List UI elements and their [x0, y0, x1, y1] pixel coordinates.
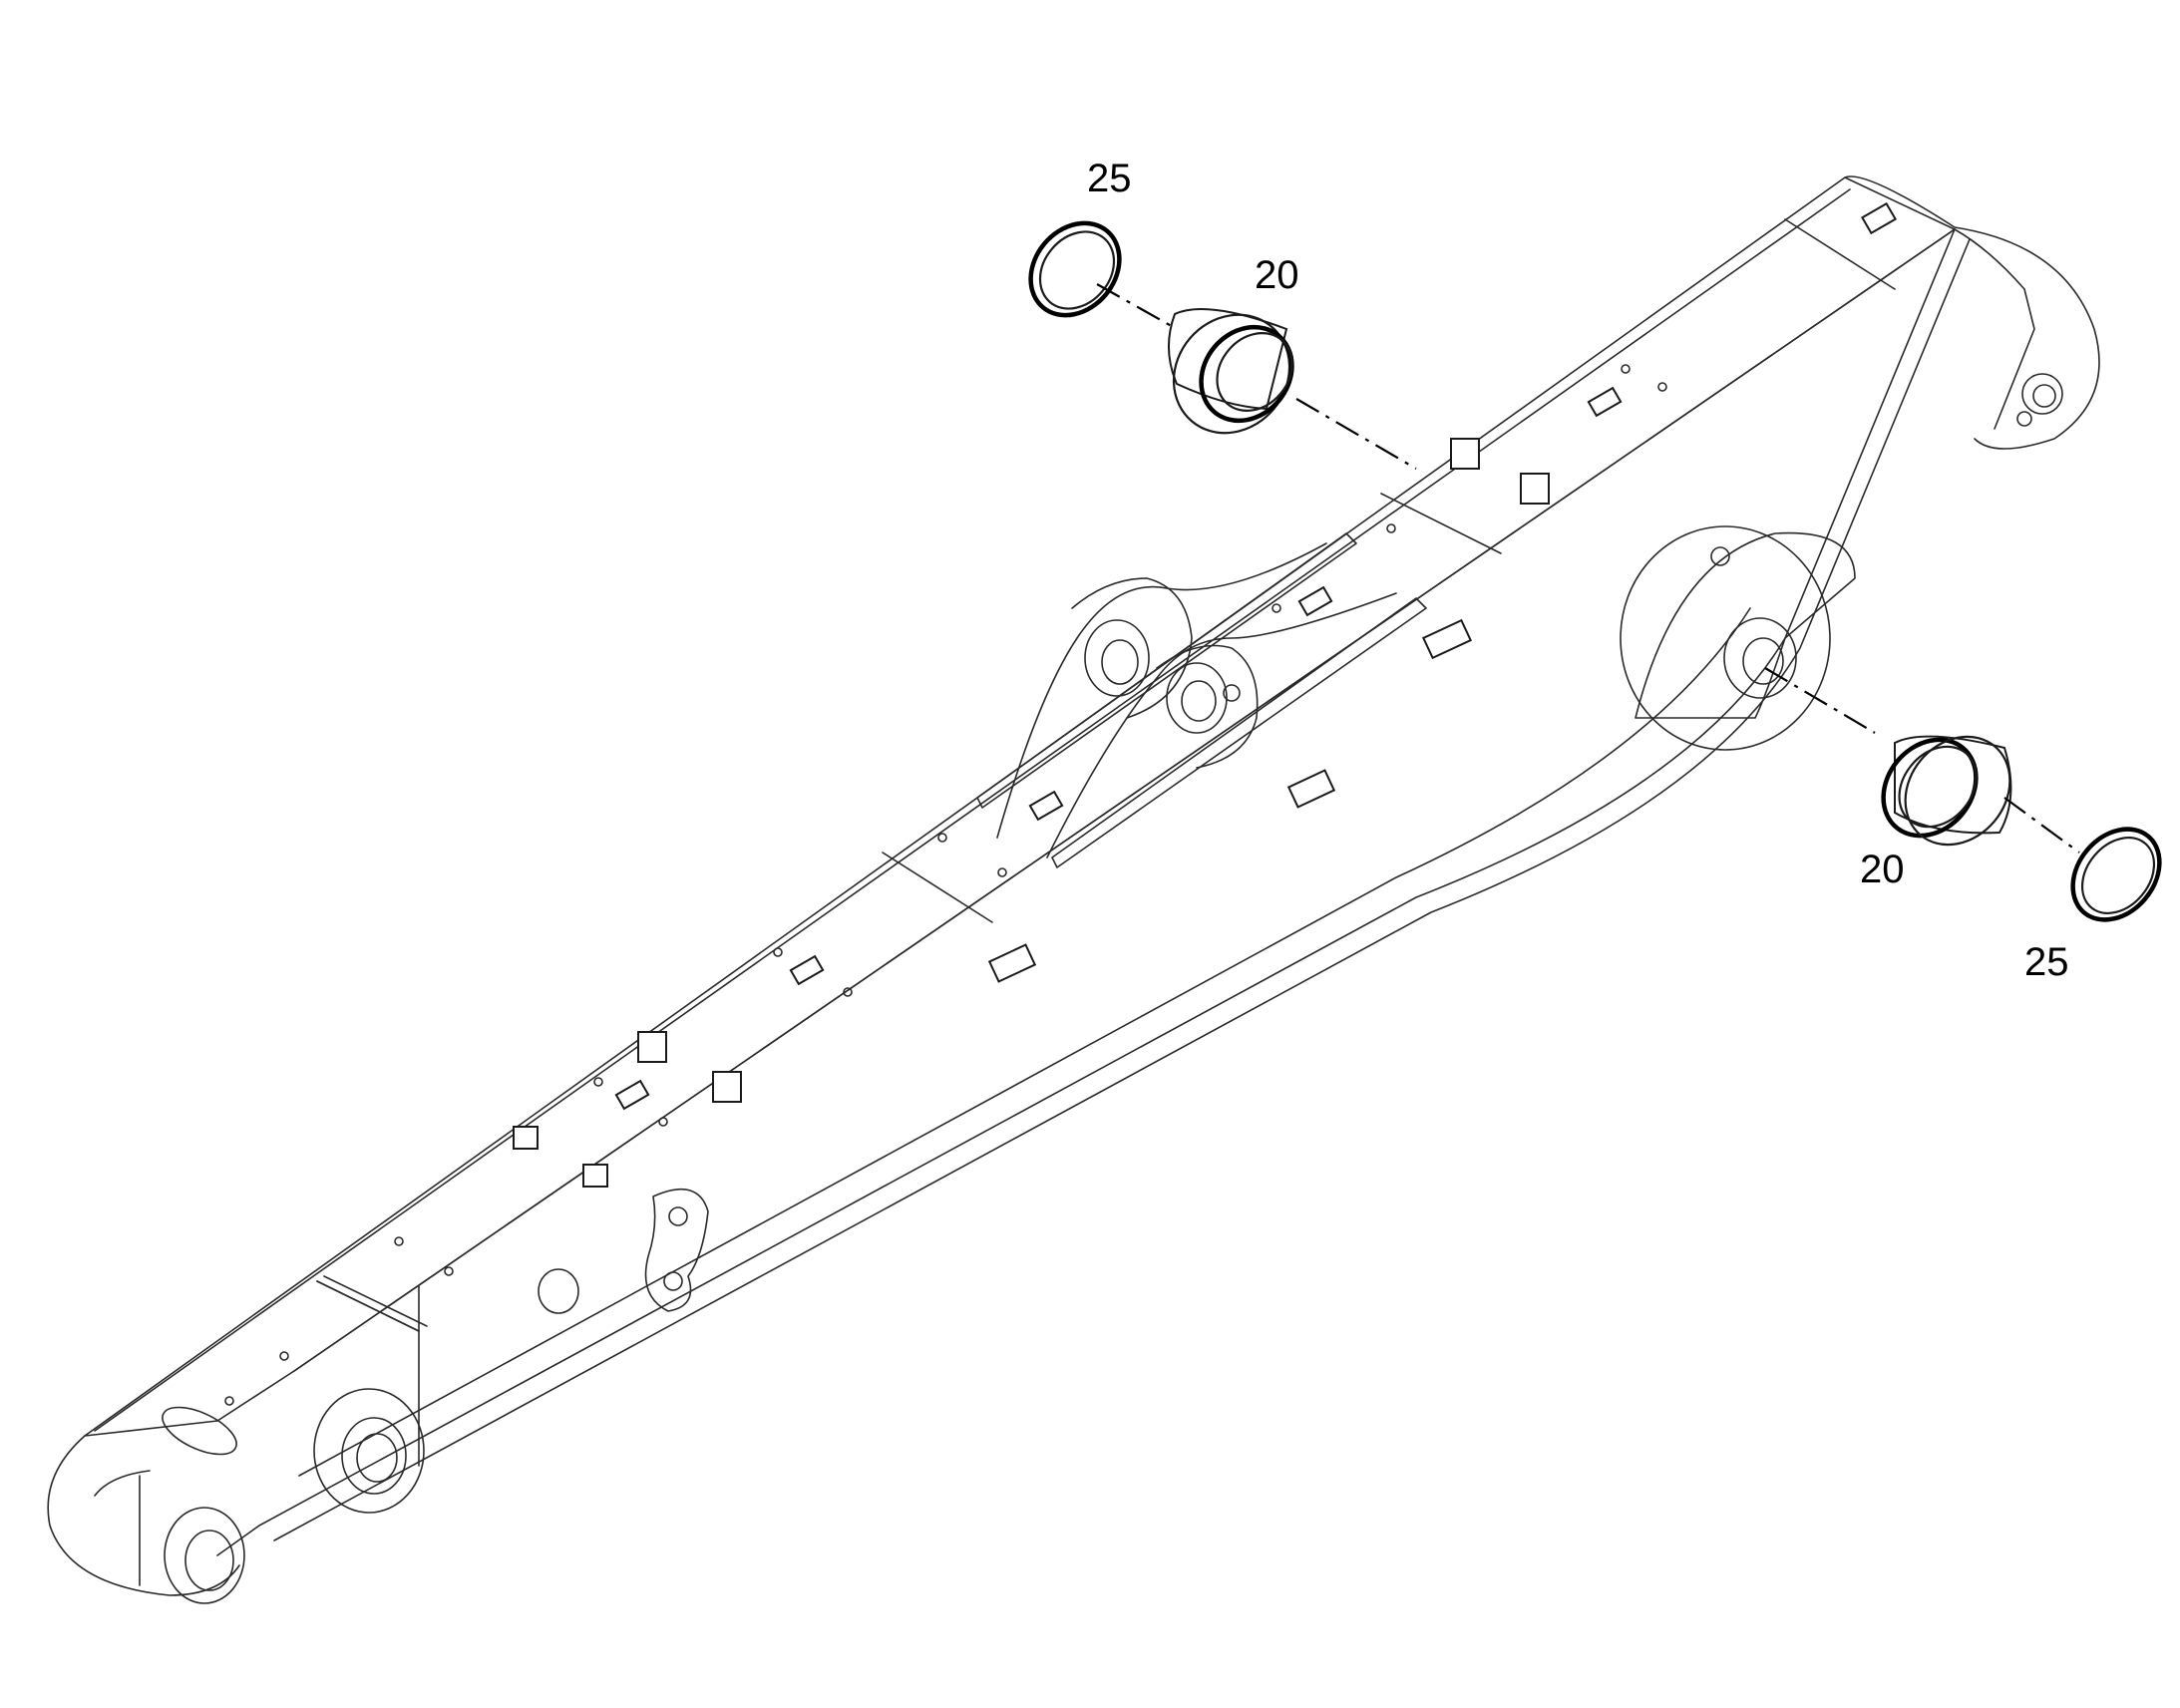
callout-lower-bushing: 20 — [1860, 848, 1905, 891]
upper-snap-ring — [1028, 220, 1122, 318]
upper-bushing — [1167, 308, 1294, 435]
callout-upper-bushing: 20 — [1255, 253, 1299, 297]
lower-bushing — [1881, 735, 2012, 847]
fittings — [162, 201, 1897, 1456]
lower-snap-ring — [2070, 827, 2162, 922]
upper-assembly-axis — [1096, 283, 1417, 470]
arm-body — [47, 175, 2100, 1604]
head-boss — [1620, 373, 2063, 751]
cylinder-bracket — [976, 532, 1427, 868]
lower-assembly-axis — [1764, 667, 2080, 854]
callout-upper-ring: 25 — [1087, 157, 1132, 200]
callout-lower-ring: 25 — [2024, 940, 2069, 984]
